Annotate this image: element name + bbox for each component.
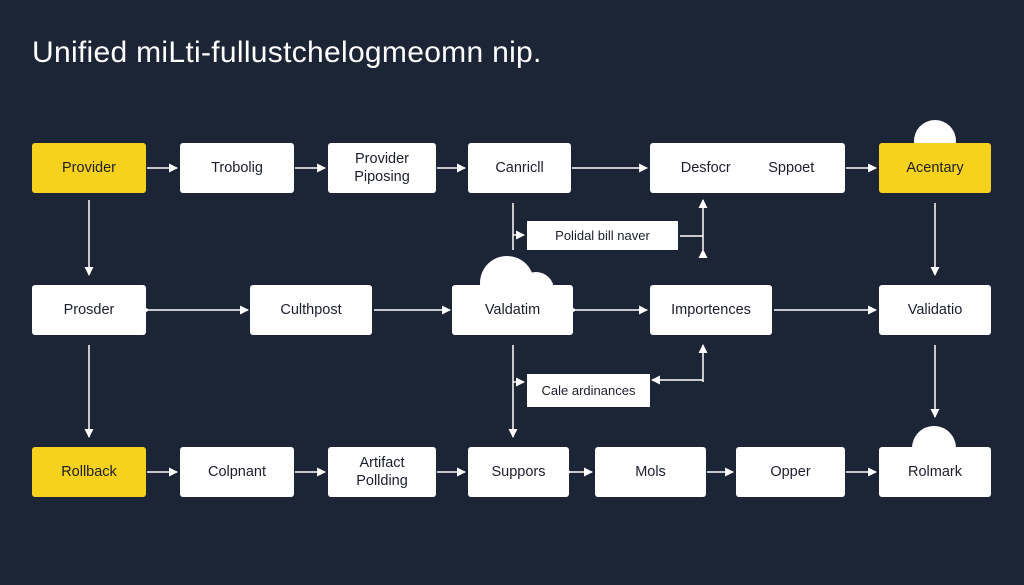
- node-label: Rolmark: [908, 464, 962, 480]
- node-artifact-pollding[interactable]: Artifact Pollding: [328, 447, 436, 497]
- node-mols[interactable]: Mols: [595, 447, 706, 497]
- node-trobolig[interactable]: Trobolig: [180, 143, 294, 193]
- node-label: Importences: [671, 302, 751, 318]
- node-label: Suppors: [491, 464, 546, 480]
- node-prosder[interactable]: Prosder: [32, 285, 146, 335]
- node-desfocr-sppoet[interactable]: Desfocr Sppoet: [650, 143, 845, 193]
- node-label: Provider Piposing: [354, 151, 410, 185]
- node-rollback[interactable]: Rollback: [32, 447, 146, 497]
- node-label: Sppoet: [768, 160, 815, 176]
- node-culthpost[interactable]: Culthpost: [250, 285, 372, 335]
- node-suppors[interactable]: Suppors: [468, 447, 569, 497]
- node-valdatim[interactable]: Valdatim: [452, 285, 573, 335]
- node-label: Artifact Pollding: [356, 455, 408, 489]
- note-cale: Cale ardinances: [527, 374, 650, 407]
- node-importences[interactable]: Importences: [650, 285, 772, 335]
- node-rolmark[interactable]: Rolmark: [879, 447, 991, 497]
- node-label: Valdatim: [484, 302, 541, 318]
- note-label: Cale ardinances: [541, 383, 636, 398]
- node-validatio[interactable]: Validatio: [879, 285, 991, 335]
- note-label: Polidal bill naver: [555, 228, 650, 243]
- page-title: Unified miLti-fullustchelogmeomn nip.: [32, 36, 542, 69]
- note-polidal: Polidal bill naver: [527, 221, 678, 250]
- node-colpnant[interactable]: Colpnant: [180, 447, 294, 497]
- node-label: Validatio: [907, 302, 963, 318]
- node-label: Prosder: [63, 302, 115, 318]
- node-label: Culthpost: [280, 302, 342, 318]
- node-canricll[interactable]: Canricll: [468, 143, 571, 193]
- node-provider[interactable]: Provider: [32, 143, 146, 193]
- node-label: Colpnant: [207, 464, 267, 480]
- node-label: Trobolig: [211, 160, 263, 176]
- node-label: Provider: [62, 160, 116, 176]
- node-label: Mols: [635, 464, 666, 480]
- node-opper[interactable]: Opper: [736, 447, 845, 497]
- node-acentary[interactable]: Acentary: [879, 143, 991, 193]
- node-label: Acentary: [906, 160, 964, 176]
- node-label: Rollback: [61, 464, 117, 480]
- node-label: Desfocr: [680, 160, 731, 176]
- node-provider-piposing[interactable]: Provider Piposing: [328, 143, 436, 193]
- node-label: Canricll: [495, 160, 544, 176]
- node-label: Opper: [770, 464, 811, 480]
